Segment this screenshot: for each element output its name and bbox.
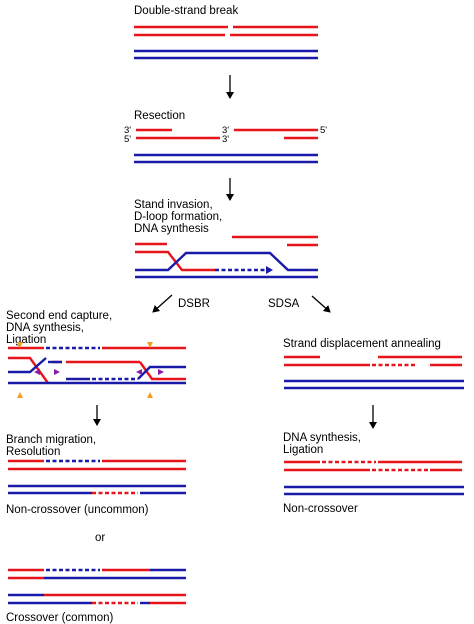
crossover-product [8,568,186,605]
label-or: or [95,532,105,544]
label-crossover-common: Crossover (common) [6,612,114,624]
cut-marker-icon [17,342,23,348]
template-duplex [134,49,318,60]
label-sdsa: SDSA [268,298,300,310]
label-double-strand-break: Double-strand break [134,5,238,17]
sdsa-product [284,460,464,496]
label-branch-2: Resolution [6,446,60,458]
label-synthesis-2: Ligation [283,444,323,456]
resected-duplex [136,128,318,140]
label-invasion-3: DNA synthesis [134,223,209,235]
arrow-dsbr [152,294,173,313]
d-loop-structure [135,235,318,279]
junction-marker-icon [136,369,142,375]
label-capture-3: Ligation [6,334,46,346]
cut-marker-icon [147,392,153,398]
non-crossover-product-left [8,459,186,495]
arrow-sdsa [311,295,331,313]
end-label-5prime-right: 5' [320,125,327,136]
double-holliday-junction [8,346,186,385]
cut-marker-icon [17,392,23,398]
label-synthesis-1: DNA synthesis, [283,432,361,444]
cut-marker-icon [147,342,153,348]
label-invasion-1: Stand invasion, [134,199,213,211]
end-label-3prime-left: 3' [124,125,131,136]
label-non-crossover: Non-crossover [283,503,358,515]
sdsa-annealing [284,355,464,390]
label-capture-2: DNA synthesis, [6,322,84,334]
label-dsbr: DSBR [178,298,210,310]
junction-marker-icon [54,369,60,375]
cut-markers [17,342,153,398]
label-invasion-2: D-loop formation, [134,211,222,223]
junction-marker-icon [158,369,164,375]
template-duplex-2 [134,153,318,164]
label-non-crossover-uncommon: Non-crossover (uncommon) [6,504,149,516]
end-label-3prime-mid: 3' [222,134,229,145]
label-capture-1: Second end capture, [6,310,112,322]
label-resection: Resection [134,110,185,122]
junction-markers [34,369,164,375]
end-label-5prime-left: 5' [124,134,131,145]
label-strand-displacement: Strand displacement annealing [283,338,441,350]
broken-duplex [134,25,318,37]
junction-marker-icon [34,369,40,375]
label-branch-1: Branch migration, [6,434,96,446]
end-label-3prime-right: 3' [222,125,229,136]
